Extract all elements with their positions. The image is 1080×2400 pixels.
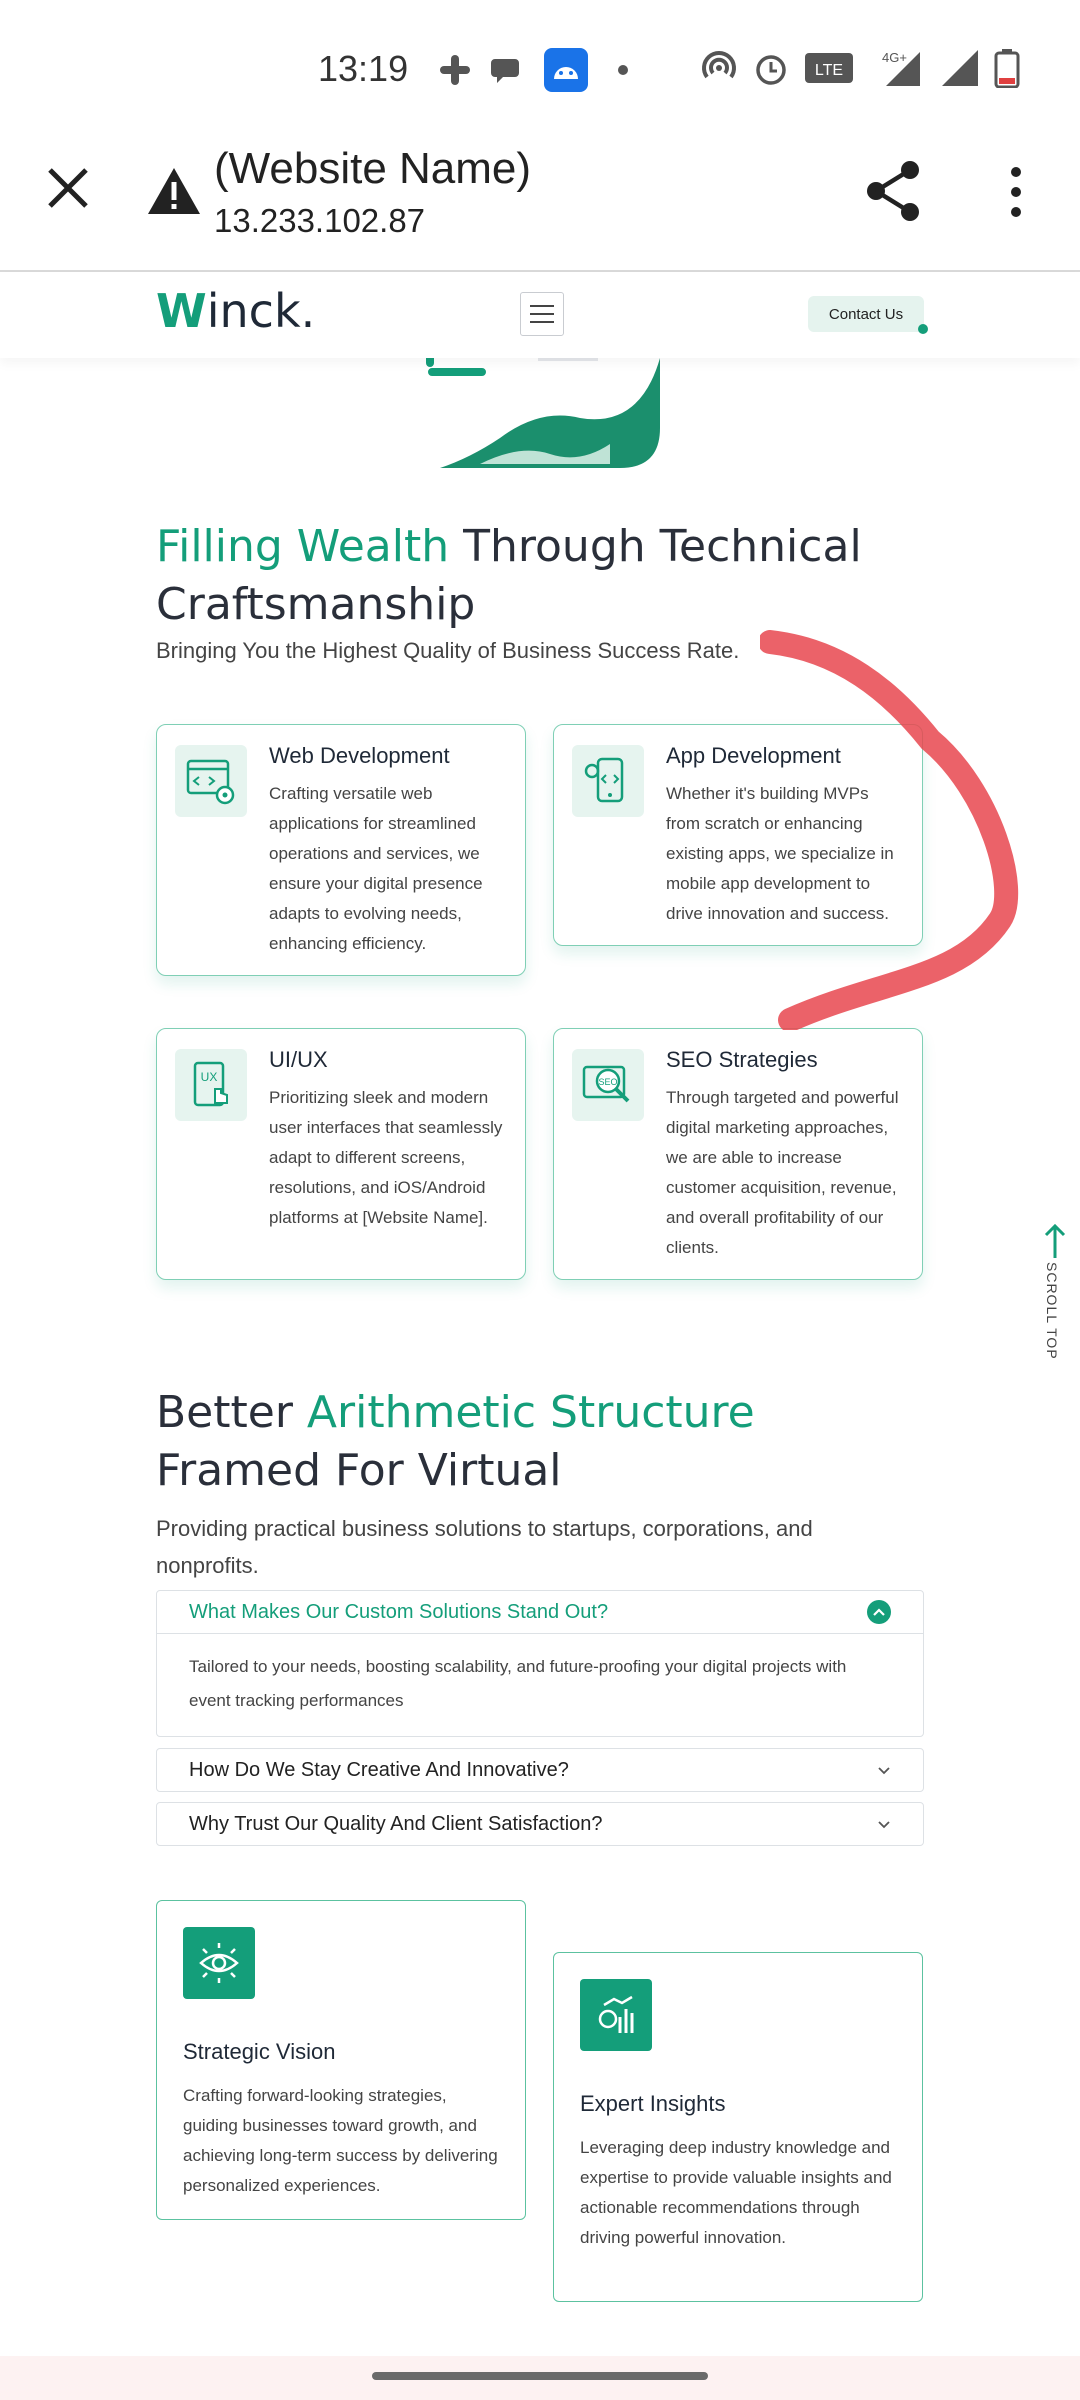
web-development-icon xyxy=(175,745,247,817)
service-card-seo-strategies[interactable]: SEO SEO Strategies Through targeted and … xyxy=(553,1028,923,1280)
site-logo[interactable]: Winck. xyxy=(156,284,316,338)
ui-ux-icon: UX xyxy=(175,1049,247,1121)
faq-question[interactable]: How Do We Stay Creative And Innovative? xyxy=(157,1749,923,1791)
chat-icon xyxy=(490,51,528,89)
close-icon[interactable] xyxy=(40,160,96,216)
insights-chart-icon xyxy=(580,1979,652,2051)
faq-question[interactable]: Why Trust Our Quality And Client Satisfa… xyxy=(157,1803,923,1845)
service-card-web-development[interactable]: Web Development Crafting versatile web a… xyxy=(156,724,526,976)
faq-item-open: What Makes Our Custom Solutions Stand Ou… xyxy=(156,1590,924,1737)
scroll-top-arrow-icon[interactable] xyxy=(1040,1222,1070,1262)
faq-answer: Tailored to your needs, boosting scalabi… xyxy=(157,1633,923,1736)
section-subtitle: Providing practical business solutions t… xyxy=(156,1516,813,1578)
more-options-icon[interactable] xyxy=(1004,164,1028,220)
battery-icon xyxy=(994,49,1020,88)
site-header: Winck. Contact Us xyxy=(0,272,1080,358)
hotspot-icon xyxy=(702,51,736,79)
chevron-down-icon[interactable] xyxy=(877,1765,891,1775)
card-description: Crafting versatile web applications for … xyxy=(269,784,483,953)
page-url[interactable]: 13.233.102.87 xyxy=(214,202,426,239)
card-description: Through targeted and powerful digital ma… xyxy=(666,1088,899,1257)
home-gesture-handle[interactable] xyxy=(372,2372,708,2380)
feature-description: Crafting forward-looking strategies, gui… xyxy=(183,2086,498,2195)
share-icon[interactable] xyxy=(864,160,922,222)
vision-eye-icon xyxy=(183,1927,255,1999)
volte-icon: LTE xyxy=(805,53,853,83)
status-bar: 13:19 LTE 4G+ xyxy=(0,0,1080,130)
faq-item[interactable]: Why Trust Our Quality And Client Satisfa… xyxy=(156,1802,924,1846)
service-card-ui-ux[interactable]: UX UI/UX Prioritizing sleek and modern u… xyxy=(156,1028,526,1280)
signal-4g-icon: 4G+ xyxy=(882,50,920,86)
section-heading: Better Arithmetic Structure Framed For V… xyxy=(156,1387,755,1496)
svg-text:4G+: 4G+ xyxy=(882,50,907,65)
alarm-icon xyxy=(756,55,786,85)
browser-toolbar: (Website Name) 13.233.102.87 xyxy=(0,130,1080,272)
chevron-up-icon[interactable] xyxy=(867,1600,891,1624)
hero-illustration xyxy=(426,358,660,468)
card-title: Web Development xyxy=(269,743,450,768)
svg-text:SEO: SEO xyxy=(598,1077,617,1087)
android-app-icon xyxy=(544,48,588,92)
svg-text:UX: UX xyxy=(201,1070,218,1084)
feature-description: Leveraging deep industry knowledge and e… xyxy=(580,2138,892,2247)
feature-title: Strategic Vision xyxy=(183,2039,336,2064)
feature-title: Expert Insights xyxy=(580,2091,726,2116)
hamburger-menu-button[interactable] xyxy=(520,292,564,336)
warning-icon[interactable] xyxy=(146,166,202,216)
chevron-down-icon[interactable] xyxy=(877,1819,891,1829)
section-subtitle: Bringing You the Highest Quality of Busi… xyxy=(156,638,740,663)
faq-item[interactable]: How Do We Stay Creative And Innovative? xyxy=(156,1748,924,1792)
dot-icon xyxy=(604,51,642,89)
feature-card-expert-insights[interactable]: Expert Insights Leveraging deep industry… xyxy=(553,1952,923,2302)
card-description: Prioritizing sleek and modern user inter… xyxy=(269,1088,503,1227)
system-icons: LTE 4G+ xyxy=(700,48,1020,88)
status-time: 13:19 xyxy=(318,48,409,89)
card-title: UI/UX xyxy=(269,1047,328,1072)
card-title: SEO Strategies xyxy=(666,1047,818,1072)
page-title: (Website Name) xyxy=(214,144,532,193)
seo-icon: SEO xyxy=(572,1049,644,1121)
feature-card-strategic-vision[interactable]: Strategic Vision Crafting forward-lookin… xyxy=(156,1900,526,2220)
faq-question[interactable]: What Makes Our Custom Solutions Stand Ou… xyxy=(157,1591,923,1633)
signal-icon xyxy=(942,50,978,86)
scroll-top-button[interactable]: SCROLL TOP xyxy=(1044,1262,1060,1360)
slack-icon xyxy=(436,51,474,89)
contact-us-button[interactable]: Contact Us xyxy=(808,296,928,334)
service-card-app-development[interactable]: App Development Whether it's building MV… xyxy=(553,724,923,946)
notification-icons xyxy=(436,48,642,92)
section-heading: Filling Wealth Through Technical Craftsm… xyxy=(156,521,862,630)
card-title: App Development xyxy=(666,743,841,768)
svg-text:LTE: LTE xyxy=(815,62,843,79)
app-development-icon xyxy=(572,745,644,817)
card-description: Whether it's building MVPs from scratch … xyxy=(666,784,894,923)
